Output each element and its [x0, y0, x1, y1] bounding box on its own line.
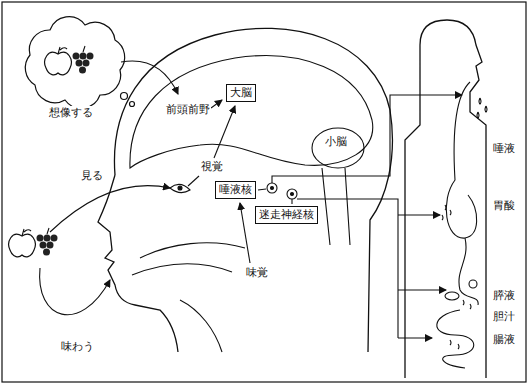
drawing-part — [140, 243, 245, 258]
part-label: 味覚 — [245, 266, 269, 279]
drawing-part — [437, 310, 474, 368]
secretion-label: 膵液 — [492, 289, 516, 302]
secretion-label: 胆汁 — [492, 310, 516, 323]
drawing-part — [291, 199, 292, 204]
part-label: 小脳 — [324, 135, 348, 148]
eye-and-mouth — [132, 184, 245, 352]
drawing-part — [211, 100, 222, 108]
drawing-part — [322, 168, 350, 245]
nucleus — [258, 183, 297, 204]
drawing-part — [50, 186, 170, 232]
drawing-part — [398, 337, 432, 338]
drawing-part — [170, 184, 190, 192]
node-text: 迷走神経核 — [259, 208, 314, 222]
drawing-part — [459, 238, 478, 305]
drawing-part — [291, 193, 294, 196]
drawing-part — [267, 183, 277, 193]
part-label: 想像する — [48, 106, 94, 119]
part-label: 味わう — [60, 340, 95, 353]
part-label: 前頭前野 — [165, 103, 211, 116]
drawing-part — [98, 175, 178, 352]
drawing-part — [25, 17, 124, 108]
secretion-label: 唾液 — [492, 142, 516, 155]
thought-bubble — [25, 17, 134, 108]
drawing-part — [258, 189, 266, 190]
brain-box: 大脳 — [226, 84, 256, 102]
nucleus-box: 迷走神経核 — [255, 206, 318, 224]
imagined-fruit — [45, 46, 94, 75]
fruit — [9, 228, 58, 257]
drawing-part — [469, 280, 477, 288]
part-label: 視覚 — [200, 160, 224, 173]
drawing-part — [272, 95, 462, 183]
drawing-part — [287, 189, 297, 199]
drawing-part — [40, 268, 110, 315]
drawing-part — [121, 61, 178, 94]
drawing-part — [271, 187, 274, 190]
drawing-part — [121, 93, 128, 100]
drawing-part — [130, 56, 373, 168]
part-label: 見る — [80, 169, 104, 182]
drawing-part — [450, 300, 471, 349]
drawing-part — [398, 214, 440, 215]
drawing-part — [178, 186, 182, 190]
drawing-part — [214, 106, 235, 158]
brain-outline — [130, 56, 373, 245]
node-text: 大脳 — [230, 86, 252, 100]
drawing-part — [405, 20, 486, 378]
drawing-part — [188, 176, 199, 186]
drawing-part — [442, 205, 451, 220]
drawing-part — [132, 264, 232, 275]
nucleus-box: 唾液核 — [215, 181, 256, 199]
drawing-part — [130, 102, 135, 107]
drawing-part — [477, 98, 487, 118]
digestive-tract — [437, 82, 487, 368]
drawing-part — [114, 28, 392, 352]
secretion-label: 胃酸 — [492, 199, 516, 212]
body-silhouette — [405, 20, 486, 378]
drawing-part — [445, 292, 459, 300]
head-outline — [98, 28, 392, 352]
drawing-part — [312, 128, 364, 168]
drawing-part — [240, 203, 250, 263]
drawing-part — [180, 300, 222, 352]
secretion-label: 腸液 — [492, 333, 516, 346]
node-text: 唾液核 — [219, 183, 252, 197]
